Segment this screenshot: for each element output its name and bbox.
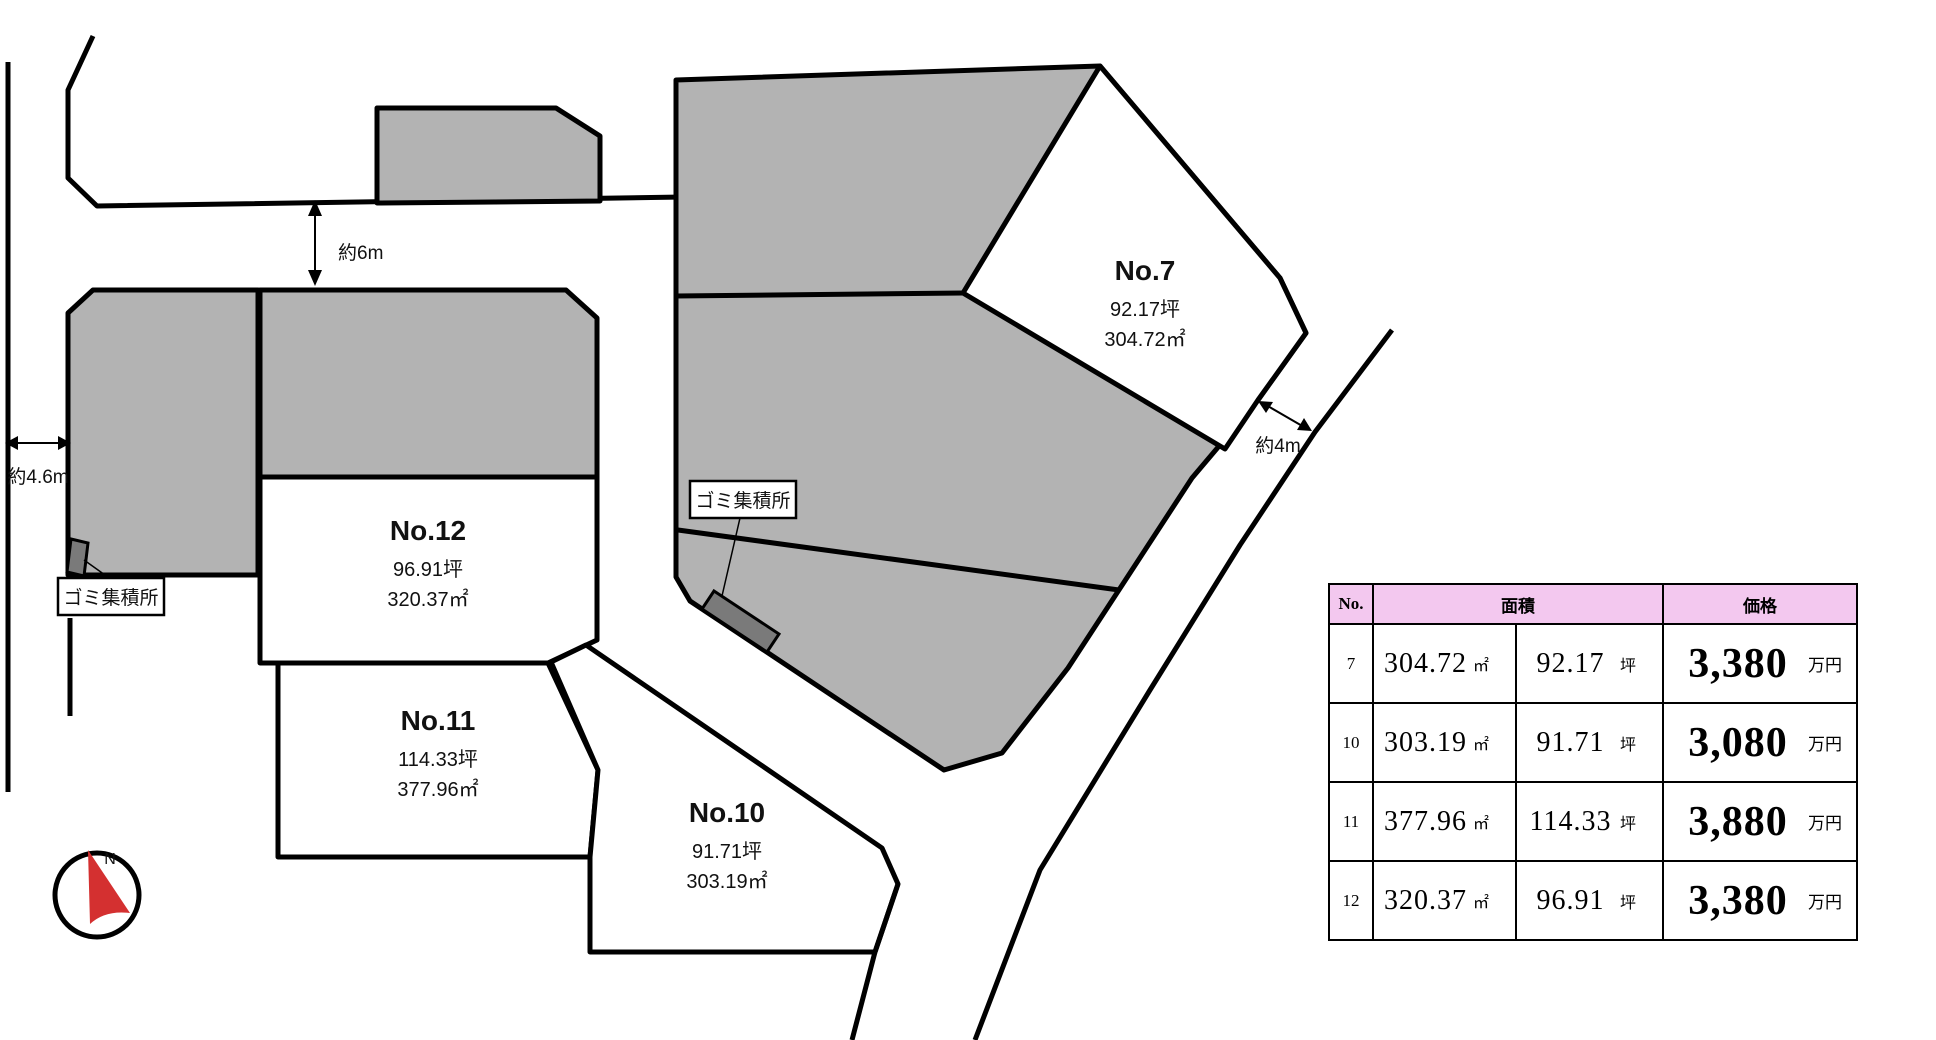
table-row-no7: 7 304.72 ㎡ 92.17 坪 3,380 万円 xyxy=(1328,623,1858,704)
tsubo-value: 92.17 xyxy=(1536,647,1605,679)
arrowhead xyxy=(58,436,71,450)
svg-text:No.12: No.12 xyxy=(390,515,466,546)
svg-text:91.71坪: 91.71坪 xyxy=(692,840,762,863)
garbage-area-center xyxy=(699,588,782,655)
sold-plot-top-small xyxy=(374,105,603,206)
svg-text:No.11: No.11 xyxy=(401,705,476,736)
price-unit: 万円 xyxy=(1808,893,1842,912)
price-value: 3,880 xyxy=(1688,798,1788,845)
svg-text:377.96㎡: 377.96㎡ xyxy=(397,777,478,801)
cell-sqm: 320.37 ㎡ xyxy=(1372,860,1517,941)
plot-no10-label: No.10 91.71坪 303.19㎡ xyxy=(686,797,767,893)
arrowhead xyxy=(1258,401,1273,413)
cell-sqm: 304.72 ㎡ xyxy=(1372,623,1517,704)
road-width-6m-label: 約6m xyxy=(338,242,383,264)
svg-text:320.37㎡: 320.37㎡ xyxy=(387,587,468,611)
garbage-label-box-left xyxy=(56,576,166,617)
garbage-label-box-center xyxy=(688,479,798,520)
dimension-arrow-4m xyxy=(1265,404,1305,428)
tsubo-unit: 坪 xyxy=(1620,736,1637,754)
cell-no: 12 xyxy=(1328,860,1374,941)
plot-no12-label: No.12 96.91坪 320.37㎡ xyxy=(387,515,468,611)
table-row-no10: 10 303.19 ㎡ 91.71 坪 3,080 万円 xyxy=(1328,702,1858,783)
svg-text:304.72㎡: 304.72㎡ xyxy=(1104,327,1185,351)
road-width-4.6m-label: 約4.6m xyxy=(7,466,68,488)
svg-text:No.7: No.7 xyxy=(1115,255,1176,286)
price-value: 3,380 xyxy=(1688,640,1788,687)
price-value: 3,080 xyxy=(1688,719,1788,766)
sqm-unit: ㎡ xyxy=(1473,657,1490,675)
sqm-value: 377.96 xyxy=(1384,805,1467,837)
sqm-unit: ㎡ xyxy=(1473,894,1490,912)
cell-tsubo: 96.91 坪 xyxy=(1515,860,1664,941)
sqm-value: 304.72 xyxy=(1384,647,1467,679)
compass-needle xyxy=(88,850,130,924)
cell-price: 3,380 万円 xyxy=(1662,623,1858,704)
cell-sqm: 377.96 ㎡ xyxy=(1372,781,1517,862)
tsubo-unit: 坪 xyxy=(1620,815,1637,833)
cell-tsubo: 92.17 坪 xyxy=(1515,623,1664,704)
tsubo-value: 96.91 xyxy=(1536,884,1605,916)
svg-text:No.10: No.10 xyxy=(689,797,765,828)
cell-tsubo: 91.71 坪 xyxy=(1515,702,1664,783)
sqm-unit: ㎡ xyxy=(1473,736,1490,754)
svg-text:114.33坪: 114.33坪 xyxy=(398,748,478,771)
sold-plot-above-no12 xyxy=(257,287,600,480)
cell-tsubo: 114.33 坪 xyxy=(1515,781,1664,862)
tsubo-value: 114.33 xyxy=(1529,805,1612,837)
table-row-no11: 11 377.96 ㎡ 114.33 坪 3,880 万円 xyxy=(1328,781,1858,862)
price-table-header-row: No. 面積 価格 xyxy=(1328,583,1858,625)
road-edge-left-inner-top xyxy=(65,34,684,209)
tsubo-value: 91.71 xyxy=(1536,726,1605,758)
garbage-label-left: ゴミ集積所 xyxy=(63,587,158,609)
cell-no: 7 xyxy=(1328,623,1374,704)
cell-sqm: 303.19 ㎡ xyxy=(1372,702,1517,783)
parcel-boundary-line xyxy=(675,290,964,299)
svg-text:96.91坪: 96.91坪 xyxy=(393,558,463,581)
sqm-unit: ㎡ xyxy=(1473,815,1490,833)
price-table: No. 面積 価格 7 304.72 ㎡ 92.17 坪 3,380 万円 10… xyxy=(1328,583,1858,941)
leader-line xyxy=(83,559,113,581)
header-area: 面積 xyxy=(1372,583,1664,625)
compass-north-icon: N xyxy=(52,850,142,940)
plot-no11-label: No.11 114.33坪 377.96㎡ xyxy=(397,705,478,801)
sold-plot-west-large xyxy=(65,287,261,578)
arrowhead xyxy=(308,200,322,216)
table-row-no12: 12 320.37 ㎡ 96.91 坪 3,380 万円 xyxy=(1328,860,1858,941)
cell-no: 11 xyxy=(1328,781,1374,862)
garbage-label-center: ゴミ集積所 xyxy=(695,490,790,512)
price-value: 3,380 xyxy=(1688,877,1788,924)
road-edge-southeast-inner xyxy=(849,883,901,1040)
garbage-area-left xyxy=(65,537,90,578)
cell-price: 3,880 万円 xyxy=(1662,781,1858,862)
plot-no7-label: No.7 92.17坪 304.72㎡ xyxy=(1104,255,1185,351)
arrowhead xyxy=(5,436,18,450)
tsubo-unit: 坪 xyxy=(1620,657,1637,675)
compass-n-label: N xyxy=(104,851,116,868)
tsubo-unit: 坪 xyxy=(1620,894,1637,912)
parcel-boundary-line xyxy=(677,527,1120,593)
svg-text:303.19㎡: 303.19㎡ xyxy=(686,869,767,893)
price-unit: 万円 xyxy=(1808,735,1842,754)
header-no: No. xyxy=(1328,583,1374,625)
svg-text:92.17坪: 92.17坪 xyxy=(1110,298,1180,321)
road-width-4m-label: 約4m xyxy=(1255,435,1300,457)
sqm-value: 303.19 xyxy=(1384,726,1467,758)
leader-line xyxy=(721,517,741,597)
header-price: 価格 xyxy=(1662,583,1858,625)
cell-price: 3,080 万円 xyxy=(1662,702,1858,783)
sqm-value: 320.37 xyxy=(1384,884,1467,916)
road-edge-southeast-outer xyxy=(972,328,1394,1040)
cell-no: 10 xyxy=(1328,702,1374,783)
price-unit: 万円 xyxy=(1808,814,1842,833)
price-unit: 万円 xyxy=(1808,656,1842,675)
cell-price: 3,380 万円 xyxy=(1662,860,1858,941)
arrowhead xyxy=(1297,418,1312,431)
arrowhead xyxy=(308,270,322,286)
plot-no7 xyxy=(960,63,1309,452)
